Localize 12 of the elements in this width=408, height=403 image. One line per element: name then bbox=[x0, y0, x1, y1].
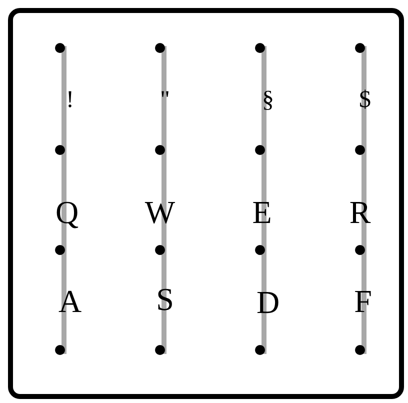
character-label: $ bbox=[359, 88, 371, 112]
character-label: E bbox=[252, 196, 272, 228]
character-label: Q bbox=[55, 196, 79, 228]
character-label: D bbox=[256, 286, 280, 318]
character-label: W bbox=[144, 196, 176, 228]
character-label: S bbox=[156, 283, 174, 315]
character-label: ! bbox=[66, 88, 74, 112]
character-label: F bbox=[354, 285, 372, 317]
character-label: § bbox=[262, 88, 274, 112]
character-label: R bbox=[349, 196, 371, 228]
character-label: A bbox=[58, 285, 82, 317]
character-label: " bbox=[160, 88, 170, 112]
